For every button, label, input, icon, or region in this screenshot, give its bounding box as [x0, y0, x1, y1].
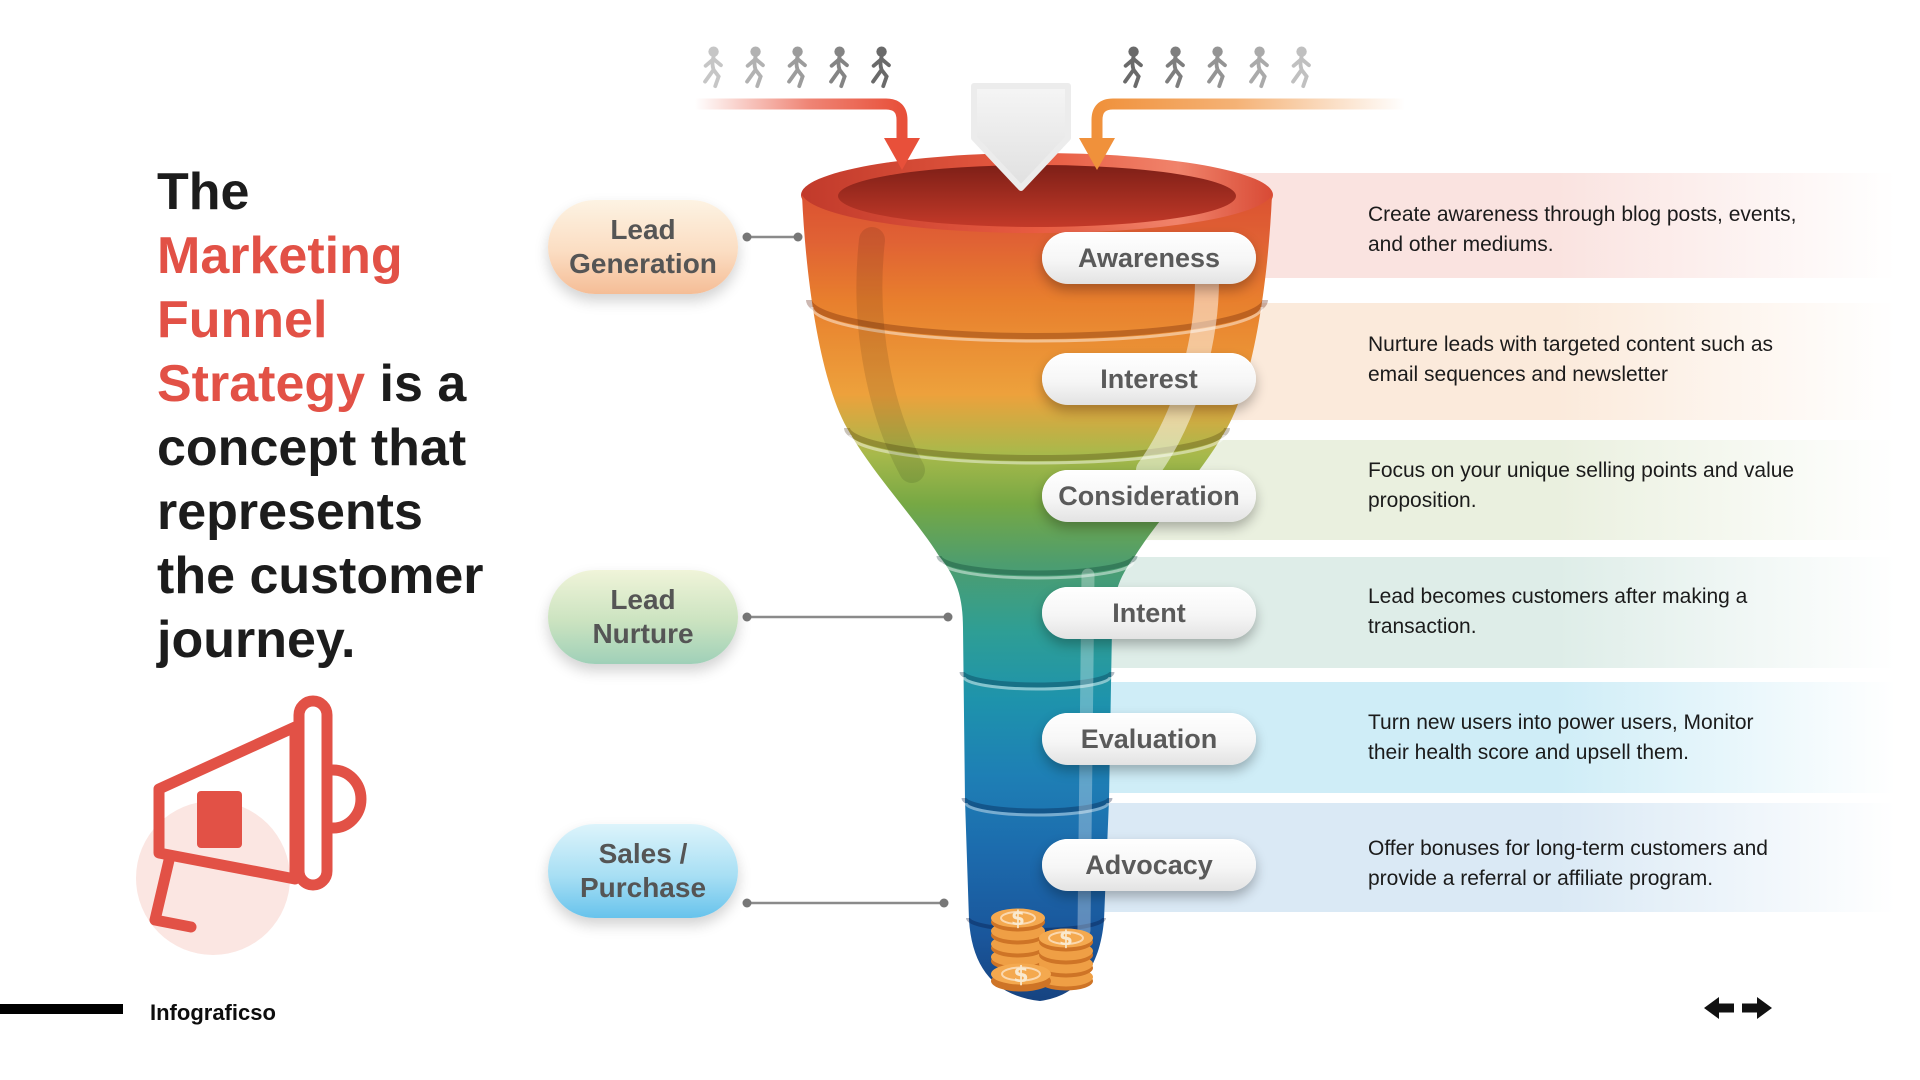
- walking-person-icon: [1207, 44, 1227, 89]
- walking-person-icon: [1165, 44, 1185, 89]
- description-advocacy: Offer bonuses for long-term customers an…: [1368, 837, 1768, 890]
- brand-logo-text: Infograficso: [150, 1000, 276, 1025]
- page-title: The Marketing Funnel Strategy is a conce…: [157, 160, 527, 672]
- footer-nav-arrows: [1704, 997, 1772, 1019]
- incoming-people-left-icons: [703, 44, 891, 89]
- funnel-rim: [801, 153, 1273, 237]
- walking-person-icon: [871, 44, 891, 89]
- svg-text:$: $: [1059, 926, 1073, 950]
- description-consideration: Focus on your unique selling points and …: [1368, 459, 1795, 512]
- stage-button-interest[interactable]: Interest: [1042, 353, 1256, 405]
- walking-person-icon: [745, 44, 765, 89]
- description-awareness: Create awareness through blog posts, eve…: [1368, 203, 1797, 256]
- coins-icon: $ $ $: [991, 906, 1093, 992]
- pill-lead-generation[interactable]: Lead Generation: [548, 200, 738, 294]
- walking-person-icon: [829, 44, 849, 89]
- next-arrow-icon[interactable]: [1742, 997, 1772, 1019]
- stage-button-intent[interactable]: Intent: [1042, 587, 1256, 639]
- svg-text:$: $: [1011, 906, 1025, 930]
- title-part-black: The: [157, 163, 250, 221]
- description-interest: Nurture leads with targeted content such…: [1368, 333, 1774, 386]
- prev-arrow-icon[interactable]: [1704, 997, 1734, 1019]
- walking-person-icon: [787, 44, 807, 89]
- gray-funnel-entry-arrow-icon: [971, 83, 1071, 191]
- svg-text:$: $: [1013, 963, 1028, 988]
- incoming-people-right-icons: [1123, 44, 1311, 89]
- walking-person-icon: [1249, 44, 1269, 89]
- stage-button-awareness[interactable]: Awareness: [1042, 232, 1256, 284]
- stage-button-evaluation[interactable]: Evaluation: [1042, 713, 1256, 765]
- pill-lead-nurture[interactable]: Lead Nurture: [548, 570, 738, 664]
- walking-person-icon: [1123, 44, 1143, 89]
- footer-accent-bar: [0, 1004, 123, 1014]
- megaphone-icon: [136, 695, 367, 955]
- connector-lines: [742, 232, 953, 908]
- description-intent: Lead becomes customers after making a tr…: [1368, 585, 1748, 638]
- stage-button-consideration[interactable]: Consideration: [1042, 470, 1256, 522]
- description-evaluation: Turn new users into power users, Monitor…: [1368, 711, 1754, 764]
- orange-flow-arrow-icon: [1079, 98, 1405, 170]
- walking-person-icon: [703, 44, 723, 89]
- title-part-red: Marketing Funnel Strategy: [157, 227, 403, 413]
- stage-button-advocacy[interactable]: Advocacy: [1042, 839, 1256, 891]
- pill-sales-purchase[interactable]: Sales / Purchase: [548, 824, 738, 918]
- title-part-black-2: is a concept that represents the custome…: [157, 355, 484, 669]
- walking-person-icon: [1291, 44, 1311, 89]
- red-flow-arrow-icon: [695, 98, 920, 170]
